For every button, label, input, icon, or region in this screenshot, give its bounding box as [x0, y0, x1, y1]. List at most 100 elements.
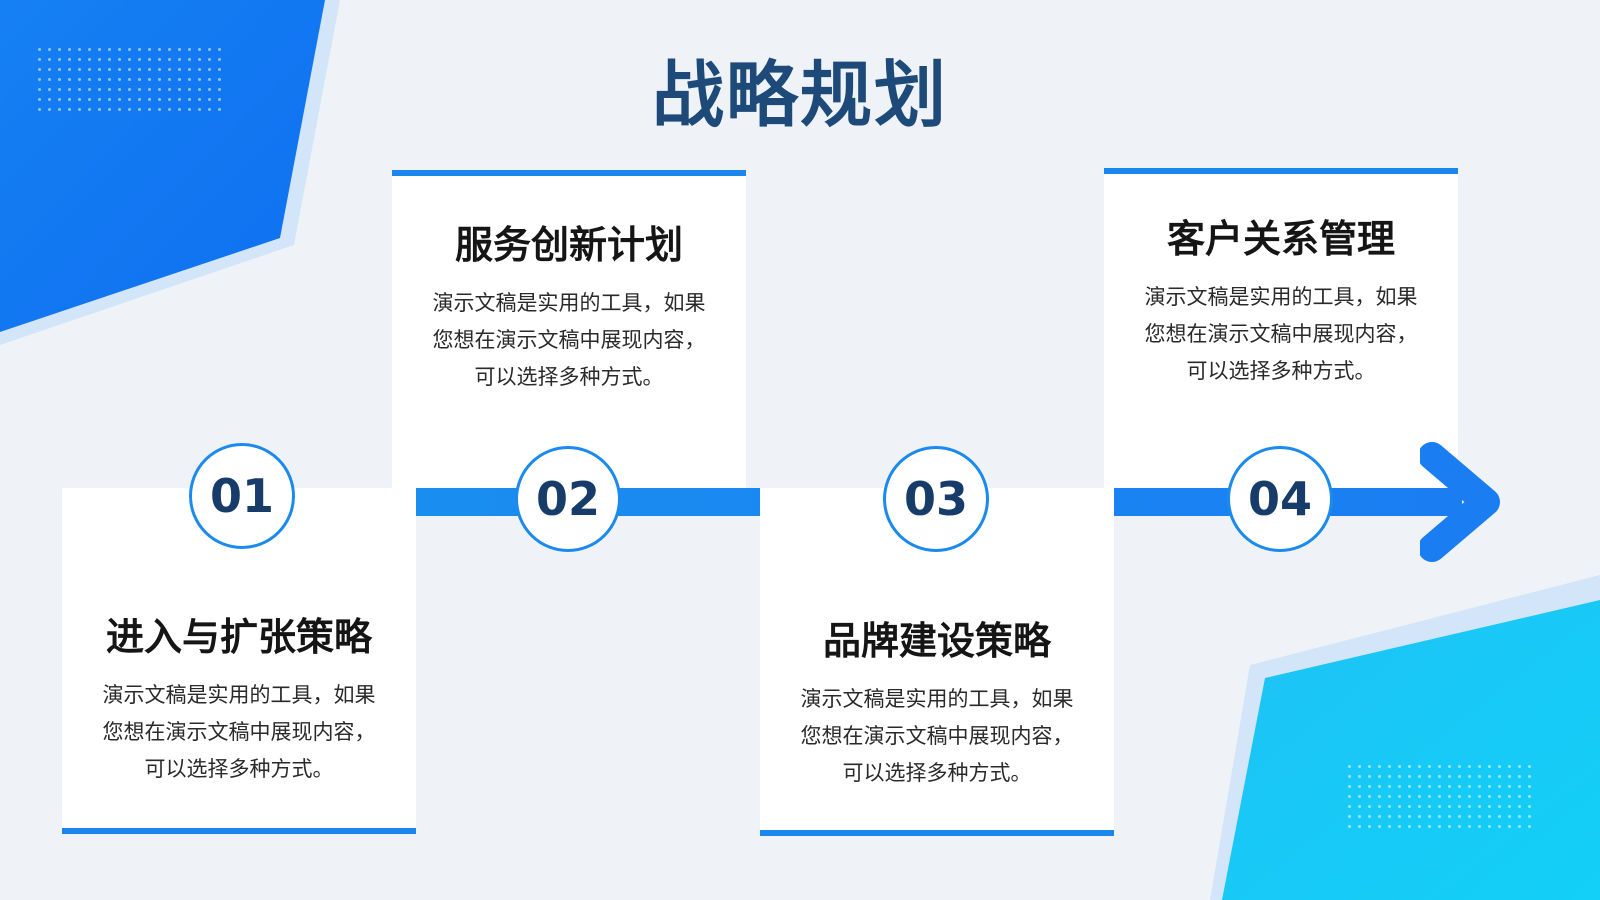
dot [108, 98, 111, 101]
dot [1368, 815, 1371, 818]
dot [1378, 785, 1381, 788]
dot [1498, 775, 1501, 778]
dot [1518, 775, 1521, 778]
dot [78, 98, 81, 101]
dot [1438, 785, 1441, 788]
dot [1518, 815, 1521, 818]
dot [1508, 825, 1511, 828]
dot [88, 58, 91, 61]
dot [58, 108, 61, 111]
dot [1448, 765, 1451, 768]
dot [198, 68, 201, 71]
bottom-right-shape-shadow [1210, 575, 1600, 900]
dot [1398, 805, 1401, 808]
dot [1388, 775, 1391, 778]
dot [138, 48, 141, 51]
dot [148, 108, 151, 111]
dot [48, 88, 51, 91]
dot [1468, 765, 1471, 768]
dot [1518, 795, 1521, 798]
dot [1418, 765, 1421, 768]
dot [1458, 775, 1461, 778]
dot [1358, 795, 1361, 798]
dot [158, 88, 161, 91]
dot [1388, 805, 1391, 808]
dot [88, 68, 91, 71]
dot [198, 78, 201, 81]
dot [138, 78, 141, 81]
dot [58, 68, 61, 71]
dot [178, 78, 181, 81]
dot [208, 78, 211, 81]
dot [1388, 825, 1391, 828]
dot-grid-top-left [38, 48, 228, 118]
dot [68, 58, 71, 61]
dot [1508, 795, 1511, 798]
dot [48, 48, 51, 51]
dot [1358, 765, 1361, 768]
dot [1488, 795, 1491, 798]
dot [1368, 795, 1371, 798]
dot [198, 98, 201, 101]
dot [148, 58, 151, 61]
dot [138, 88, 141, 91]
step-description: 演示文稿是实用的工具，如果您想在演示文稿中展现内容，可以选择多种方式。 [102, 683, 376, 781]
dot [88, 98, 91, 101]
dot [148, 98, 151, 101]
dot [148, 48, 151, 51]
dot [1498, 825, 1501, 828]
dot [108, 78, 111, 81]
dot [78, 78, 81, 81]
dot [1358, 815, 1361, 818]
dot [198, 108, 201, 111]
dot [1508, 815, 1511, 818]
dot [1468, 805, 1471, 808]
dot [108, 108, 111, 111]
dot [148, 88, 151, 91]
dot [1498, 815, 1501, 818]
step-card-4: 客户关系管理 演示文稿是实用的工具，如果您想在演示文稿中展现内容，可以选择多种方… [1104, 168, 1458, 488]
dot [1358, 775, 1361, 778]
step-card-2: 服务创新计划 演示文稿是实用的工具，如果您想在演示文稿中展现内容，可以选择多种方… [392, 170, 746, 488]
dot [68, 98, 71, 101]
dot [58, 98, 61, 101]
dot [178, 108, 181, 111]
step-number-2: 02 [515, 446, 621, 552]
dot [1438, 765, 1441, 768]
step-description: 演示文稿是实用的工具，如果您想在演示文稿中展现内容，可以选择多种方式。 [800, 687, 1074, 785]
dot [1398, 775, 1401, 778]
dot [48, 98, 51, 101]
dot [198, 58, 201, 61]
dot [118, 108, 121, 111]
dot [218, 48, 221, 51]
dot [118, 98, 121, 101]
dot [1378, 805, 1381, 808]
dot [1428, 805, 1431, 808]
dot [1358, 785, 1361, 788]
dot [1398, 815, 1401, 818]
step-number-3: 03 [883, 446, 989, 552]
dot [48, 78, 51, 81]
dot [78, 88, 81, 91]
dot [1358, 825, 1361, 828]
dot [1528, 825, 1531, 828]
dot [118, 68, 121, 71]
dot [1488, 785, 1491, 788]
dot [1478, 815, 1481, 818]
dot [1378, 765, 1381, 768]
dot [168, 78, 171, 81]
dot [1348, 805, 1351, 808]
arrow-right-icon [1420, 442, 1500, 562]
step-title: 品牌建设策略 [822, 619, 1051, 663]
dot [198, 48, 201, 51]
dot [168, 108, 171, 111]
dot [1438, 805, 1441, 808]
dot [1498, 765, 1501, 768]
bottom-right-shape [1222, 600, 1600, 900]
dot [118, 58, 121, 61]
dot [1508, 805, 1511, 808]
dot [218, 58, 221, 61]
dot [1408, 785, 1411, 788]
dot [208, 88, 211, 91]
dot [1448, 825, 1451, 828]
